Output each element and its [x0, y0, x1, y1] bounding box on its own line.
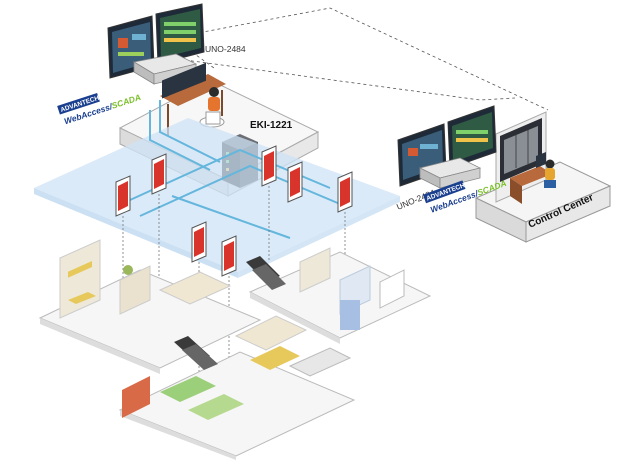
mall-floor-lower	[118, 315, 356, 460]
uno-2484-label-top: UNO-2484	[205, 44, 246, 54]
signage-display-4	[287, 161, 303, 203]
mall-floor-upper-left	[38, 239, 262, 374]
signage-display-3	[261, 145, 277, 187]
digital-signage-group	[115, 145, 353, 277]
scada-text-left: SCADA	[110, 92, 142, 111]
network-cables	[129, 100, 341, 239]
control-center-desk	[510, 152, 552, 204]
escalator-upper	[246, 256, 286, 290]
uno-2484-server-right	[418, 157, 482, 189]
mall-floor-upper-right	[248, 247, 432, 344]
control-center-monitor-right	[447, 105, 497, 169]
signage-display-2	[151, 153, 167, 195]
network-layer	[34, 118, 400, 278]
operator-person-top	[199, 87, 225, 128]
control-center-operator	[544, 159, 556, 188]
dashed-link-top	[181, 7, 549, 111]
eki-1221-label: EKI-1221	[250, 120, 293, 131]
signage-display-6	[191, 221, 207, 263]
advantech-webaccess-badge-left: ADVANTECH WebAccess/SCADA	[57, 92, 142, 126]
scada-monitor-right	[155, 3, 205, 65]
signage-display-5	[337, 171, 353, 213]
escalator-lower	[174, 336, 218, 370]
signage-display-1	[115, 175, 131, 217]
video-wall-display	[500, 118, 542, 182]
signage-drop-lines	[122, 186, 346, 410]
uno-2484-server-top	[132, 53, 198, 85]
signage-display-7	[221, 235, 237, 277]
